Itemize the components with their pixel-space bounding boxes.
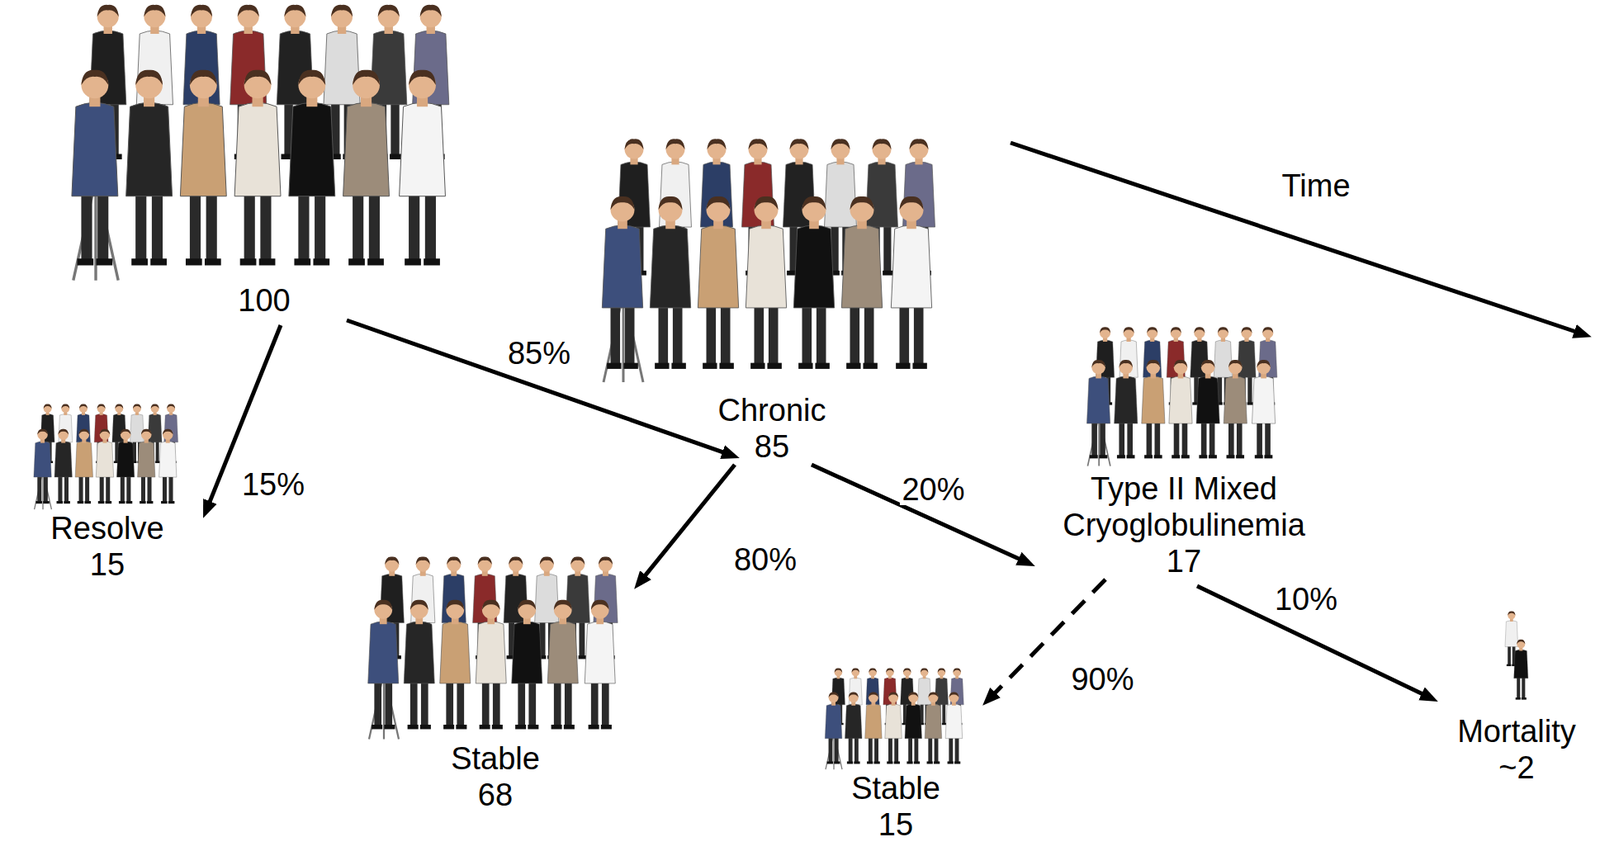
crowd-photo: [601, 138, 935, 383]
percent-label: 85%: [505, 337, 573, 370]
population-node: Type II Mixed Cryoglobulinemia17: [1035, 321, 1333, 580]
node-title: Mortality: [1441, 713, 1592, 750]
percent-label: 80%: [731, 544, 800, 576]
population-node: Chronic85: [577, 127, 966, 465]
population-node: 100: [33, 1, 496, 319]
flow-arrow: [346, 320, 725, 453]
percent-label: 15%: [239, 468, 308, 501]
percent-label: 90%: [1068, 663, 1137, 696]
flow-arrow: [811, 464, 1021, 560]
node-count: 68: [358, 776, 633, 814]
node-count: ~2: [1441, 749, 1592, 786]
node-title: Type II Mixed Cryoglobulinemia: [1038, 470, 1330, 544]
node-count: 17: [1038, 543, 1330, 580]
population-node: Mortality~2: [1438, 604, 1596, 786]
node-title: Stable: [358, 740, 633, 777]
population-node: Stable68: [355, 554, 636, 814]
crowd-photo: [1086, 326, 1277, 466]
time-arrow: [1010, 142, 1577, 332]
node-count: 15: [11, 546, 204, 583]
population-node: Resolve15: [8, 402, 207, 583]
node-title: Resolve: [11, 510, 204, 547]
node-count: 85: [581, 428, 963, 465]
crowd-photo: [824, 667, 964, 770]
crowd-photo: [368, 557, 618, 740]
crowd-photo: [1505, 611, 1529, 701]
percent-label: 10%: [1272, 583, 1340, 616]
node-title: Chronic: [581, 392, 963, 429]
crowd-photo: [71, 4, 450, 281]
percent-label: 20%: [899, 473, 967, 506]
crowd-photo: [33, 403, 179, 510]
axis-label: Time: [1278, 170, 1353, 202]
flow-arrow: [644, 464, 735, 577]
node-count: 15: [812, 806, 980, 843]
population-node: Stable15: [809, 667, 983, 843]
node-title: Stable: [812, 770, 980, 807]
node-title: 100: [36, 282, 493, 319]
